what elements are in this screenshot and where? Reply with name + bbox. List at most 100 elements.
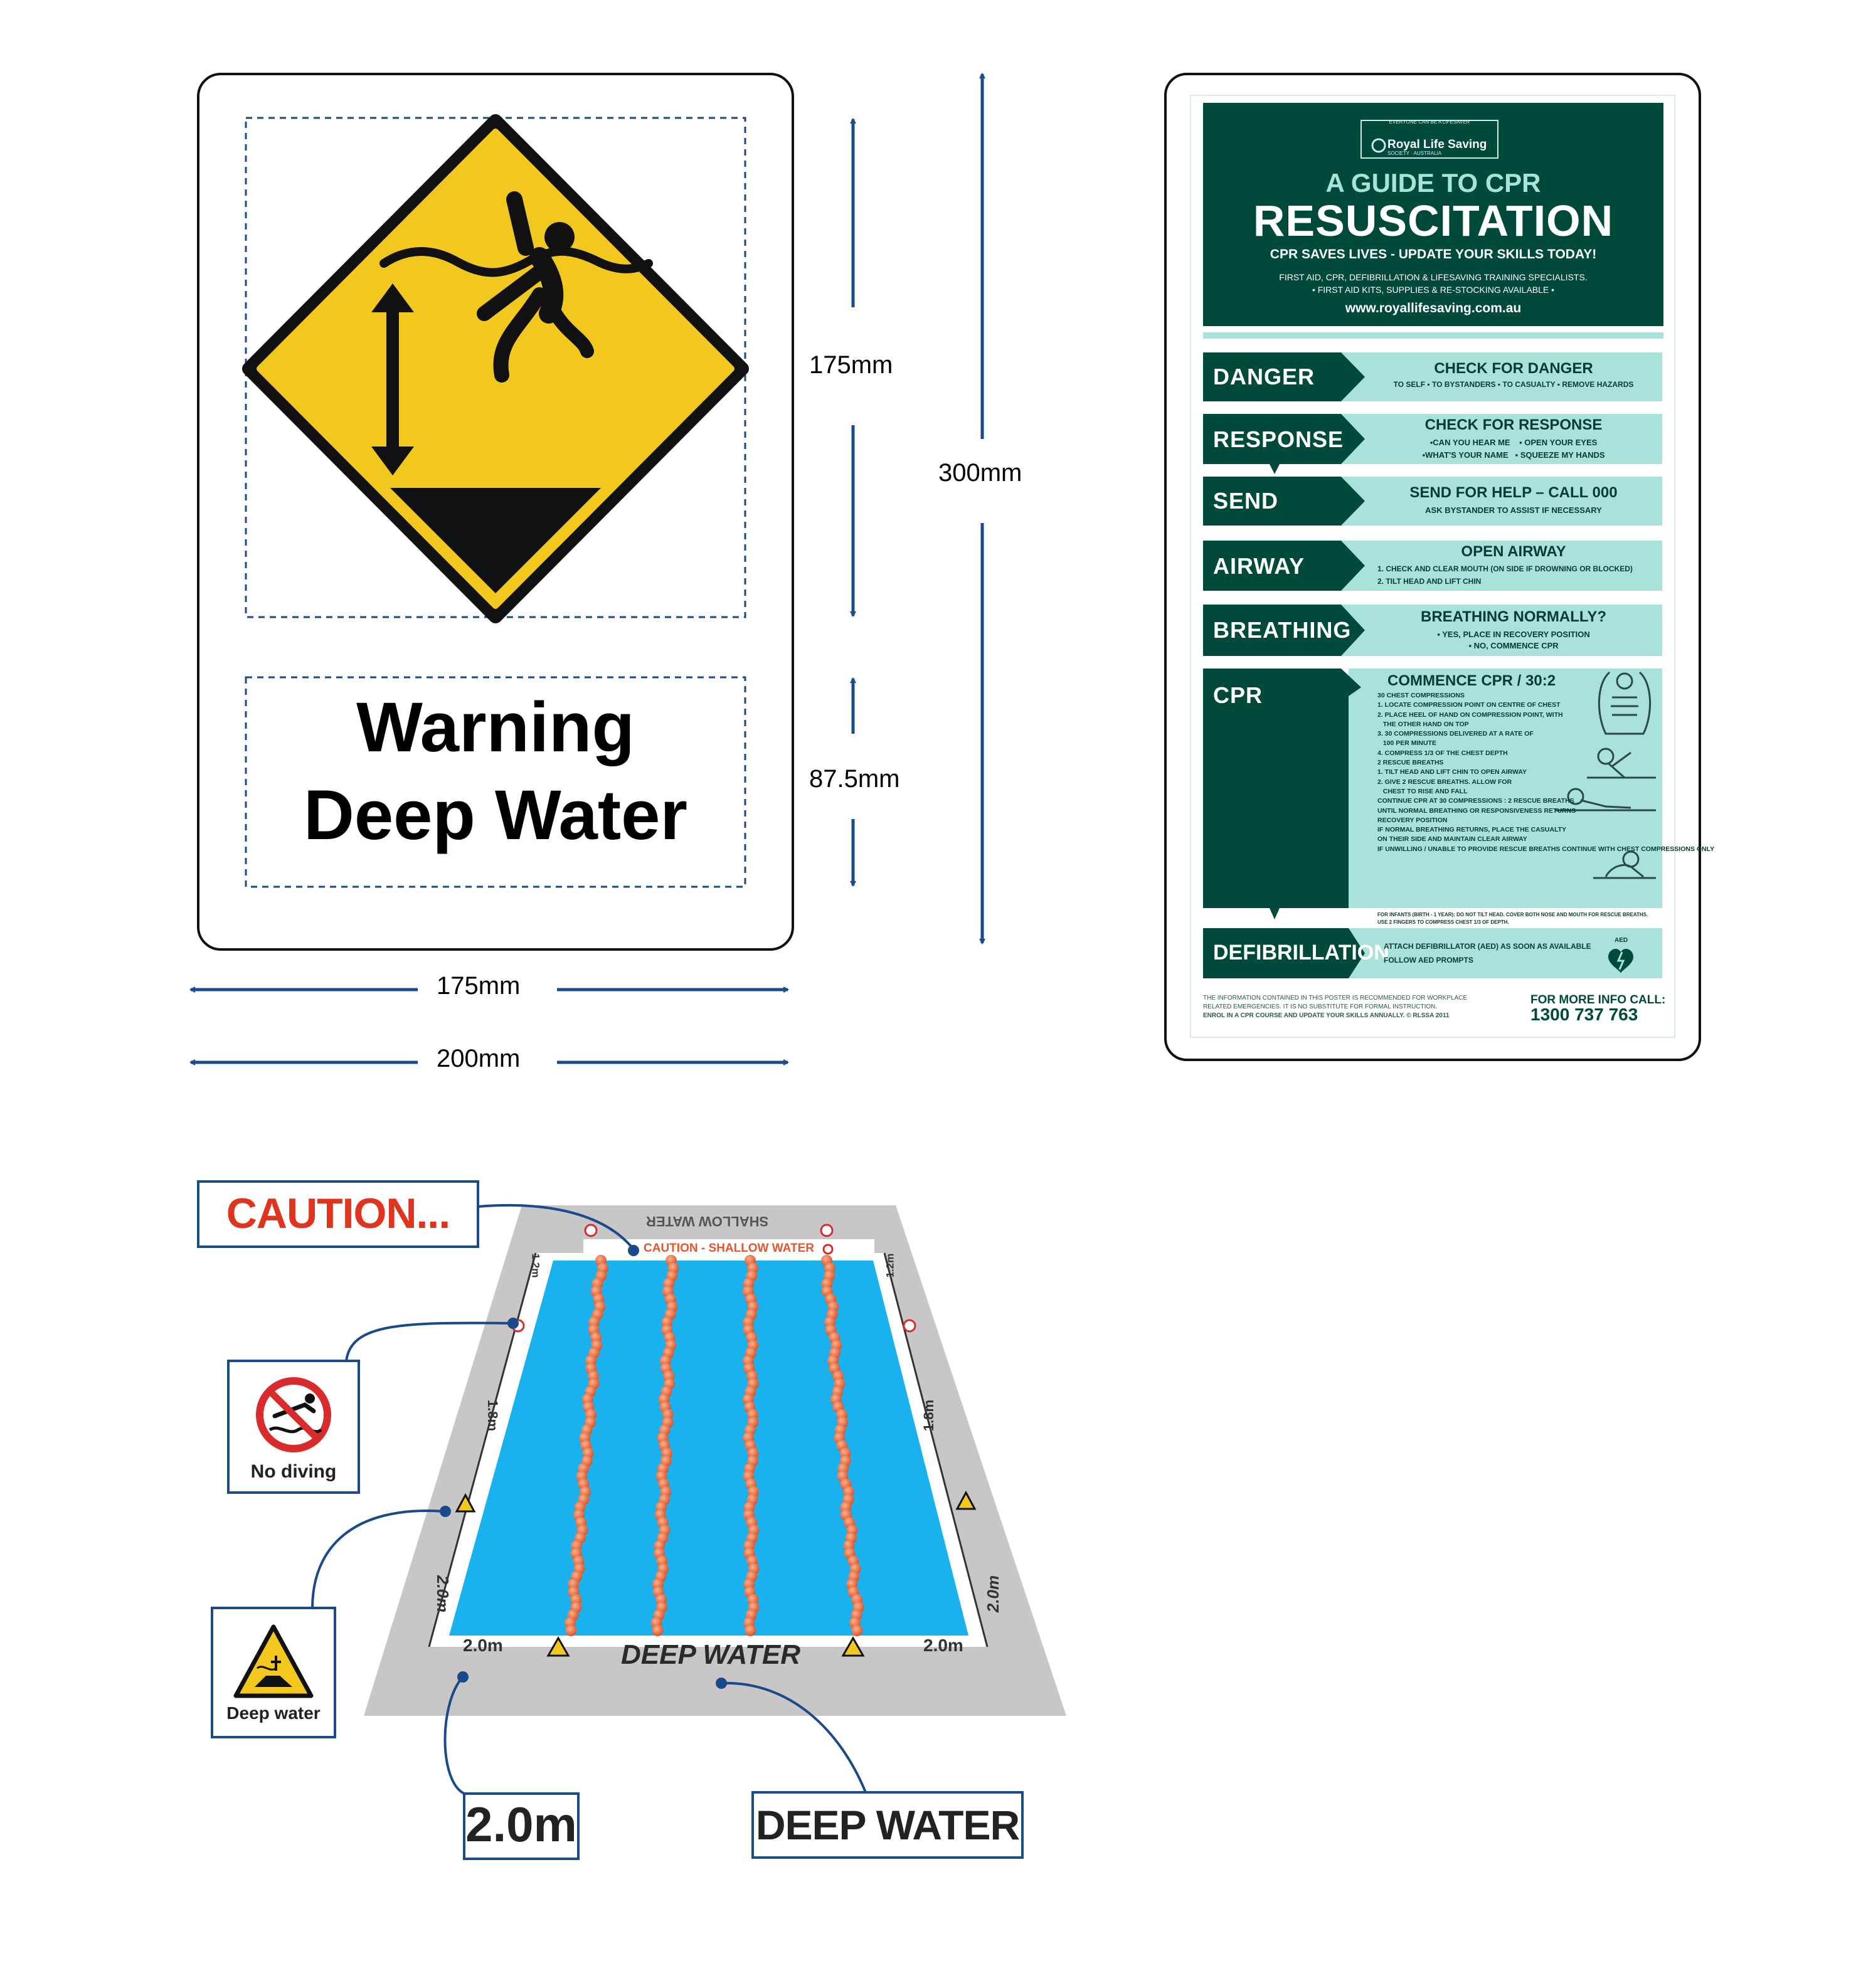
cpr-instruction-line: RECOVERY POSITION [1377,816,1448,824]
royal-life-saving-logo [1360,120,1498,159]
callout-deep-water-marker: DEEP WATER [755,1802,1020,1848]
cpr-footer-3: ENROL IN A CPR COURSE AND UPDATE YOUR SK… [1203,1012,1450,1019]
pool-deep-depth-bottom-left: 2.0m [463,1636,503,1655]
cpr-label-defib: DEFIBRILLATION [1213,941,1389,965]
royal-life-saving-crest-icon [1371,138,1386,153]
cpr-title-big: RESUSCITATION [1253,196,1614,245]
no-diving-icon [256,1377,331,1452]
lane-ropes [565,1255,864,1636]
cpr-tagline: CPR SAVES LIVES - UPDATE YOUR SKILLS TOD… [1270,247,1597,262]
cpr-defib-detail2: FOLLOW AED PROMPTS [1384,956,1473,965]
lane-rope-float [745,1625,756,1636]
cpr-send-detail: ASK BYSTANDER TO ASSIST IF NECESSARY [1425,505,1602,515]
text-area-guide [245,676,746,888]
cpr-services-1: FIRST AID, CPR, DEFIBRILLATION & LIFESAV… [1279,272,1588,282]
cpr-airway-detail1: 1. CHECK AND CLEAR MOUTH (ON SIDE IF DRO… [1377,564,1633,573]
pool-deep-water-label: DEEP WATER [621,1639,801,1670]
cpr-defib-detail1: ATTACH DEFIBRILLATOR (AED) AS SOON AS AV… [1384,942,1591,951]
chest-compression-diagram-icon [1598,671,1652,735]
callout-depth-marker: 2.0m [465,1797,577,1852]
deep-water-warning-icon [242,114,749,623]
cpr-instruction-line: 100 PER MINUTE [1377,739,1436,748]
deep-water-marker-callout-box [751,1791,1024,1859]
cpr-instruction-line: CHEST TO RISE AND FALL [1377,787,1468,795]
callout-deep-water-sign: Deep water [226,1703,321,1723]
cpr-label-send: SEND [1213,488,1279,514]
cpr-label-response: RESPONSE [1213,426,1344,452]
cpr-airway-detail2: 2. TILT HEAD AND LIFT CHIN [1377,577,1482,586]
cpr-label-breathing: BREATHING [1213,617,1352,643]
cpr-title-small: A GUIDE TO CPR [1325,168,1541,198]
callout-boxes [197,1180,1024,1860]
cpr-header-band [1203,103,1663,326]
cpr-instruction-line: ON THEIR SIDE AND MAINTAIN CLEAR AIRWAY [1377,835,1527,843]
cpr-footer-1: THE INFORMATION CONTAINED IN THIS POSTER… [1203,995,1468,1002]
cpr-instruction-line: IF UNWILLING / UNABLE TO PROVIDE RESCUE … [1377,845,1715,853]
cpr-instruction-line: THE OTHER HAND ON TOP [1377,720,1469,728]
dimension-arrows [191,74,982,1062]
cpr-brand: Royal Life Saving [1387,138,1487,151]
pool-deep-depth-right: 2.0m [984,1575,1003,1613]
cpr-breathing-detail1: ▪ YES, PLACE IN RECOVERY POSITION [1437,630,1590,639]
rescuer-compressions-icon [1587,748,1656,779]
cpr-instruction-line: 3. 30 COMPRESSIONS DELIVERED AT A RATE O… [1377,730,1534,738]
cpr-response-title: CHECK FOR RESPONSE [1424,416,1603,433]
cpr-instruction-line: 2. PLACE HEEL OF HAND ON COMPRESSION POI… [1377,711,1563,719]
cpr-instruction-line: 4. COMPRESS 1/3 OF THE CHEST DEPTH [1377,749,1508,757]
cpr-response-detail2: ▪WHAT'S YOUR NAME ▪ SQUEEZE MY HANDS [1422,450,1605,460]
cpr-infant-note-2: USE 2 FINGERS TO COMPRESS CHEST 1/3 OF D… [1377,919,1509,925]
pool-deep-water-markers [455,1490,977,1657]
cpr-instruction-line: 2. GIVE 2 RESCUE BREATHS. ALLOW FOR [1377,778,1512,786]
cpr-response-detail1: ▪CAN YOU HEAR ME ▪ OPEN YOUR EYES [1429,438,1598,447]
deep-water-triangle-icon [233,1624,314,1698]
callout-no-diving: No diving [250,1461,337,1482]
recovery-position-icon [1593,850,1656,879]
cpr-instruction-line: 30 CHEST COMPRESSIONS [1377,692,1465,699]
cpr-more-info: FOR MORE INFO CALL: [1530,993,1666,1007]
cpr-danger-detail: TO SELF ▪ TO BYSTANDERS ▪ TO CASUALTY ▪ … [1393,380,1634,389]
cpr-cpr-title: COMMENCE CPR / 30:2 [1387,672,1556,689]
cpr-airway-title: OPEN AIRWAY [1461,543,1566,560]
cpr-breathing-title: BREATHING NORMALLY? [1421,608,1606,625]
lane-rope-float [851,1625,863,1636]
cpr-footer-2: RELATED EMERGENCIES. IT IS NO SUBSTITUTE… [1203,1003,1438,1010]
dimension-sign-height: 175mm [809,351,893,379]
pool-deep-depth-bottom-right: 2.0m [923,1636,963,1655]
cpr-instruction-line: CONTINUE CPR AT 30 COMPRESSIONS : 2 RESC… [1377,797,1574,805]
cpr-instruction-line: 1. TILT HEAD AND LIFT CHIN TO OPEN AIRWA… [1377,768,1527,776]
rescue-breaths-icon [1556,788,1656,812]
dimension-sign-width: 175mm [437,972,521,1000]
cpr-step-rows [1203,352,1662,978]
dimension-text-height: 87.5mm [809,765,900,793]
cpr-header-tag: EVERYONE CAN BE A LIFESAVER [1389,119,1470,125]
cpr-instruction-line: IF NORMAL BREATHING RETURNS, PLACE THE C… [1377,826,1566,834]
lane-rope-float [652,1625,664,1636]
cpr-instruction-line: 2 RESCUE BREATHS [1377,759,1444,767]
pool-mid-depth-left: 1.8m [485,1399,501,1432]
cpr-label-airway: AIRWAY [1213,553,1305,579]
pool-shallow-water-mirrored: SHALLOW WATER [646,1213,769,1229]
callout-caution: CAUTION... [226,1190,450,1237]
cpr-illustrations [1556,671,1656,879]
pool-shallow-depth-left: 1.2m [529,1253,542,1278]
cpr-breathing-detail2: ▪ NO, COMMENCE CPR [1468,641,1559,650]
caution-callout-box [197,1180,479,1248]
cpr-services-2: • FIRST AID KITS, SUPPLIES & RE-STOCKING… [1312,285,1555,295]
sign-title-line1: Warning [356,688,635,766]
lane-rope-float [565,1625,577,1636]
pool-caution-strip: CAUTION - SHALLOW WATER [644,1242,814,1255]
pool-shallow-depth-right: 1.2m [884,1253,896,1278]
cpr-send-title: SEND FOR HELP – CALL 000 [1409,484,1618,501]
pool-mid-depth-right: 1.8m [921,1399,937,1432]
depth-marker-callout-box [463,1792,580,1860]
cpr-website: www.royallifesaving.com.au [1345,301,1522,315]
cpr-label-danger: DANGER [1213,364,1315,389]
dimension-total-width: 200mm [437,1045,521,1072]
cpr-danger-title: CHECK FOR DANGER [1434,360,1593,377]
cpr-label-cpr: CPR [1213,682,1263,708]
cpr-instruction-line: UNTIL NORMAL BREATHING OR RESPONSIVENESS… [1377,806,1576,815]
pool-deep-depth-left: 2.0m [433,1575,453,1613]
sign-title-line2: Deep Water [303,776,687,854]
